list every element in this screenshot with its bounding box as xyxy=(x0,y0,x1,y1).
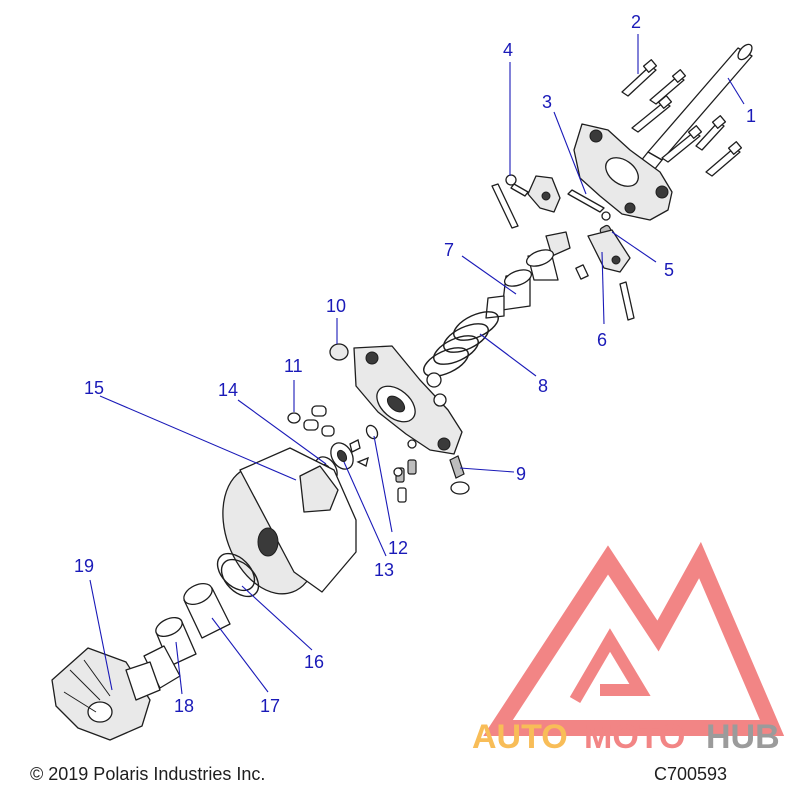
watermark-moto-text: MOTO xyxy=(584,718,685,756)
part-19-fixed-sheave xyxy=(51,645,181,741)
watermark-hub-text: HUB xyxy=(706,718,780,756)
callout-19: 19 xyxy=(74,556,94,576)
spider-housing xyxy=(353,345,463,455)
part-7-bushing xyxy=(485,231,571,319)
callout-18: 18 xyxy=(174,696,194,716)
part-11-oring xyxy=(287,405,335,437)
leader-lines xyxy=(89,34,745,695)
callout-3: 3 xyxy=(542,92,552,112)
callout-13: 13 xyxy=(374,560,394,580)
part-9-button xyxy=(449,455,470,495)
flyweight-arm xyxy=(527,175,561,213)
callout-labels: 1 2 3 4 5 6 7 8 9 10 11 12 13 14 15 16 1… xyxy=(74,12,756,716)
callout-17: 17 xyxy=(260,696,280,716)
part-1-long-bolt xyxy=(639,43,753,171)
part-16-ring xyxy=(216,552,260,598)
callout-7: 7 xyxy=(444,240,454,260)
callout-15: 15 xyxy=(84,378,104,398)
callout-2: 2 xyxy=(631,12,641,32)
diagram-code: C700593 xyxy=(654,764,728,784)
callout-14: 14 xyxy=(218,380,238,400)
callout-10: 10 xyxy=(326,296,346,316)
callout-6: 6 xyxy=(597,330,607,350)
callout-16: 16 xyxy=(304,652,324,672)
part-4-bolt xyxy=(491,174,529,229)
callout-5: 5 xyxy=(664,260,674,280)
watermark-triangle-icon xyxy=(483,541,785,736)
part-10-cap xyxy=(329,343,349,361)
callout-8: 8 xyxy=(538,376,548,396)
part-2-bolts xyxy=(621,59,743,177)
callout-4: 4 xyxy=(503,40,513,60)
part-17-sleeve xyxy=(183,583,231,639)
part-13-washer xyxy=(330,442,354,470)
part-12-rings xyxy=(349,424,379,467)
part-3-pin xyxy=(567,189,605,213)
automotohub-watermark: AUTO MOTO HUB xyxy=(472,541,785,756)
part-6-flyweight xyxy=(575,229,635,321)
part-15-moveable-sheave xyxy=(222,447,357,595)
cover-plate xyxy=(573,123,673,221)
part-8-spring xyxy=(423,311,499,377)
callout-12: 12 xyxy=(388,538,408,558)
callout-1: 1 xyxy=(746,106,756,126)
watermark-auto-text: AUTO xyxy=(472,718,568,756)
callout-11: 11 xyxy=(284,356,303,376)
callout-9: 9 xyxy=(516,464,526,484)
rollers-group xyxy=(393,439,417,503)
copyright-notice: © 2019 Polaris Industries Inc. xyxy=(30,764,266,784)
